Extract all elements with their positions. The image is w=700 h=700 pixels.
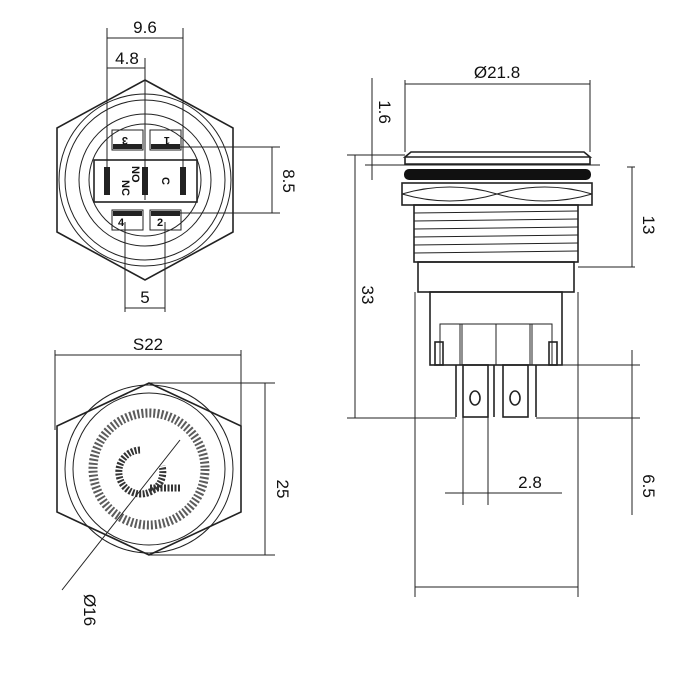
pin-1-pad	[149, 129, 182, 151]
o-ring	[404, 169, 591, 180]
threaded-body	[413, 204, 579, 263]
dim-d16: Ø16	[80, 594, 99, 626]
dim-33: 33	[358, 286, 377, 305]
dim-d21-8: Ø21.8	[474, 63, 520, 82]
hex-nut-outline	[56, 79, 234, 281]
dim-13: 13	[639, 216, 658, 235]
dim-s22: S22	[133, 335, 163, 354]
power-icon	[115, 446, 180, 498]
pin-4-pad	[111, 209, 144, 231]
dim-8-5: 8.5	[279, 169, 298, 193]
rear-view: 3 1 4 2 NO NC C 9.6 4.8 8.5 5	[56, 18, 298, 312]
side-view: Ø21.8 1.6 33 13 6.5 2.8	[347, 63, 658, 597]
housing	[417, 261, 575, 293]
contact-nc-label: NC	[119, 180, 131, 196]
dim-25: 25	[273, 480, 292, 499]
dim-5: 5	[140, 288, 149, 307]
cap	[402, 151, 593, 165]
contact-c-label: C	[159, 177, 171, 185]
hex-outline	[56, 382, 242, 556]
pin-3-pad	[111, 129, 144, 151]
terminal	[462, 364, 489, 418]
pin-label-4: 4	[118, 217, 125, 229]
dim-1-6: 1.6	[375, 100, 394, 124]
illuminated-ring	[88, 408, 210, 530]
dim-2-8: 2.8	[518, 473, 542, 492]
contact-no-label: NO	[129, 166, 141, 183]
dim-9-6: 9.6	[133, 18, 157, 37]
pin-label-2: 2	[157, 217, 163, 229]
front-view: S22 25 Ø16	[54, 335, 292, 626]
dim-6-5: 6.5	[639, 474, 658, 498]
pin-label-3: 3	[122, 134, 128, 146]
dim-4-8: 4.8	[115, 49, 139, 68]
pin-label-1: 1	[164, 134, 170, 146]
terminal	[502, 364, 529, 418]
